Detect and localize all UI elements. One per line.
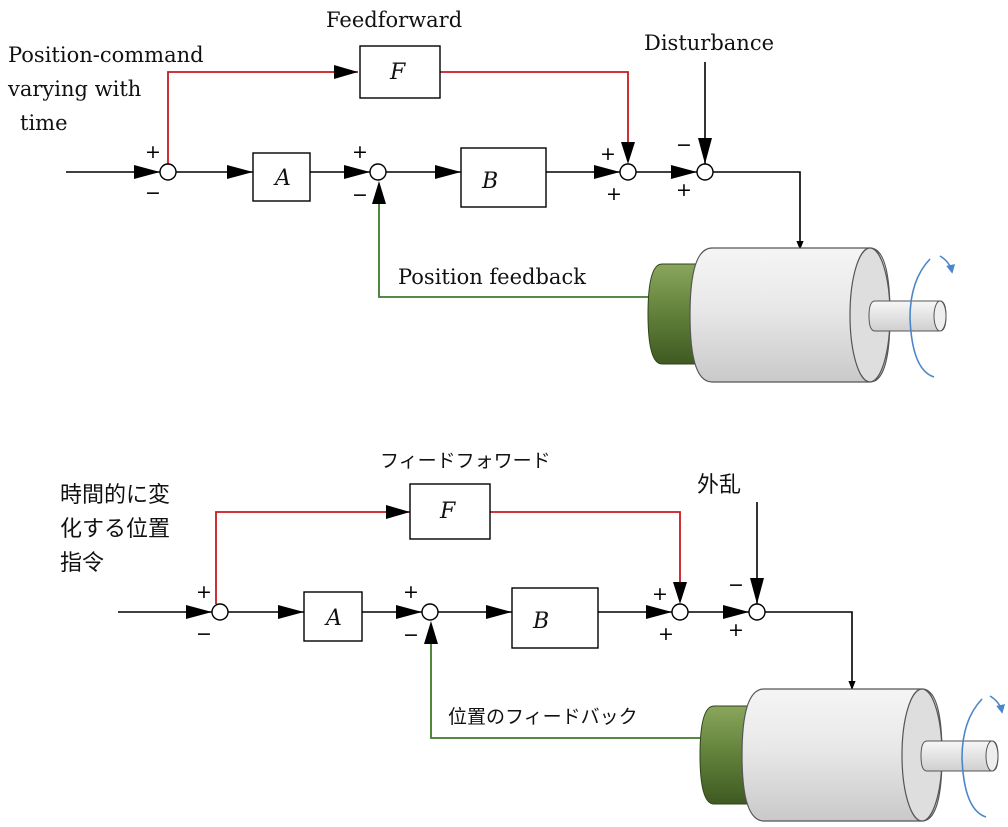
summing-junction-1 <box>211 603 229 621</box>
input-label-line1: 時間的に変 <box>60 483 170 508</box>
block-b <box>511 587 599 649</box>
block-a-label: A <box>324 606 342 631</box>
summing-junction-2 <box>369 163 387 181</box>
input-label-line3: 指令 <box>60 551 104 576</box>
input-label-line1: Position-command <box>8 43 204 67</box>
feedback-label: 位置のフィードバック <box>448 706 638 728</box>
feedforward-path-out <box>490 511 681 588</box>
sign-sum1-minus: − <box>145 182 161 204</box>
rotation-arrow-icon <box>989 695 1005 714</box>
to-motor-arrow <box>765 611 856 690</box>
summing-junction-4 <box>696 163 714 181</box>
summing-junction-3 <box>671 603 689 621</box>
motor-shaft-end <box>933 300 947 332</box>
input-label-line3: time <box>20 111 68 135</box>
feedforward-path-in <box>215 511 410 604</box>
disturbance-label: 外乱 <box>697 473 741 498</box>
feedback-arrowhead <box>424 621 438 644</box>
feedforward-label: フィードフォワード <box>380 450 551 472</box>
block-a <box>303 591 363 642</box>
feedforward-path-in <box>167 71 358 164</box>
input-label-line2: varying with <box>7 77 141 101</box>
input-label-line2: 化する位置 <box>60 517 170 542</box>
rotation-arrow-lower <box>909 258 935 378</box>
block-f <box>409 483 491 540</box>
motor-encoder <box>647 263 703 365</box>
sign-sum3-plus-top: + <box>652 583 668 605</box>
block-a-label: A <box>273 166 291 191</box>
motor-shaft-end <box>985 740 999 772</box>
block-b <box>460 147 547 208</box>
feedback-arrowhead <box>372 181 386 204</box>
motor-body <box>741 688 943 822</box>
feedback-path <box>378 196 648 298</box>
sign-sum2-minus: − <box>403 624 419 646</box>
feedforward-path-out <box>440 71 629 148</box>
sign-sum3-plus-top: + <box>600 143 616 165</box>
sign-sum3-plus-bottom: + <box>658 623 674 645</box>
block-b-label: B <box>532 609 549 634</box>
feedforward-label: Feedforward <box>326 8 462 32</box>
sign-sum4-plus: + <box>676 179 692 201</box>
feedforward-arrowhead-in <box>386 505 410 519</box>
block-f-label: F <box>439 499 456 524</box>
motor-japanese <box>699 688 1005 822</box>
feedback-path <box>430 636 700 739</box>
sign-sum1-plus: + <box>145 141 161 163</box>
sign-sum2-minus: − <box>352 184 368 206</box>
sign-sum1-plus: + <box>196 581 212 603</box>
rotation-arrow-icon <box>939 255 955 274</box>
feedback-label: Position feedback <box>398 265 586 289</box>
sign-sum1-minus: − <box>196 623 212 645</box>
block-a <box>252 152 311 202</box>
block-f-label: F <box>389 60 406 85</box>
diagram-japanese: 時間的に変 化する位置 指令 外乱 フィードフォワード 位置のフィードバック F… <box>60 450 1005 822</box>
feedforward-arrowhead-out <box>621 142 635 164</box>
sign-sum2-plus: + <box>403 581 419 603</box>
block-b-label: B <box>481 169 498 194</box>
sign-sum3-plus-bottom: + <box>606 183 622 205</box>
sign-sum4-plus: + <box>728 619 744 641</box>
feedforward-arrowhead-out <box>673 582 687 604</box>
to-motor-arrow <box>713 171 804 250</box>
feedforward-arrowhead-in <box>334 65 358 79</box>
sign-sum2-plus: + <box>352 141 368 163</box>
sign-sum4-minus: − <box>728 574 744 596</box>
summing-junction-1 <box>159 163 177 181</box>
summing-junction-4 <box>748 603 766 621</box>
disturbance-label: Disturbance <box>644 31 774 55</box>
motor-encoder <box>699 705 755 805</box>
sign-sum4-minus: − <box>676 134 692 156</box>
motor-english <box>647 247 955 383</box>
diagram-english: Position-command varying with time Distu… <box>7 8 955 383</box>
summing-junction-3 <box>619 163 637 181</box>
summing-junction-2 <box>421 603 439 621</box>
rotation-arrow-lower <box>961 698 987 818</box>
block-f <box>359 45 441 99</box>
